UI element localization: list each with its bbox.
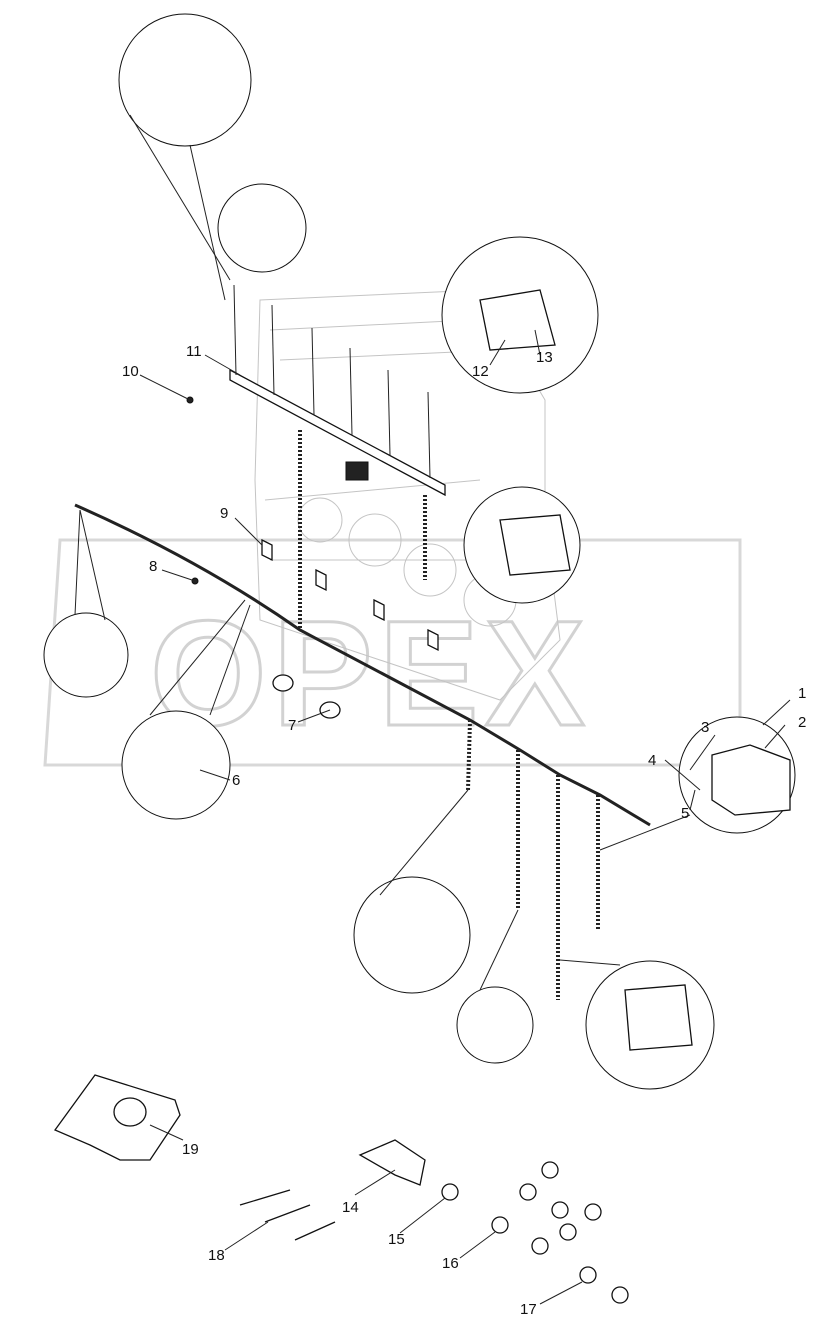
callout-12: 12 — [472, 363, 489, 380]
callout-3: 3 — [701, 719, 709, 736]
callout-2: 2 — [798, 714, 806, 731]
callout-5: 5 — [681, 805, 689, 822]
callout-8: 8 — [149, 558, 157, 575]
loose-parts — [53, 1074, 629, 1304]
watermark-text: OPEX — [150, 589, 591, 757]
callout-labels: 1 2 3 4 5 6 7 8 9 10 11 12 13 14 15 16 1… — [122, 343, 806, 1318]
callout-6: 6 — [232, 772, 240, 789]
detail-views — [43, 13, 796, 1090]
callout-13: 13 — [536, 349, 553, 366]
callout-7: 7 — [288, 717, 296, 734]
callout-19: 19 — [182, 1141, 199, 1158]
callout-15: 15 — [388, 1231, 405, 1248]
brackets-and-clips — [186, 396, 439, 719]
leader-lines — [139, 329, 791, 1305]
main-harness — [74, 503, 651, 1000]
callout-18: 18 — [208, 1247, 225, 1264]
callout-9: 9 — [220, 505, 228, 522]
callout-14: 14 — [342, 1199, 359, 1216]
callout-16: 16 — [442, 1255, 459, 1272]
injector-rail — [229, 284, 446, 630]
callout-11: 11 — [186, 343, 202, 360]
callout-10: 10 — [122, 363, 139, 380]
callout-4: 4 — [648, 752, 656, 769]
callout-17: 17 — [520, 1301, 537, 1318]
callout-1: 1 — [798, 685, 806, 702]
watermark: OPEX — [43, 538, 742, 767]
